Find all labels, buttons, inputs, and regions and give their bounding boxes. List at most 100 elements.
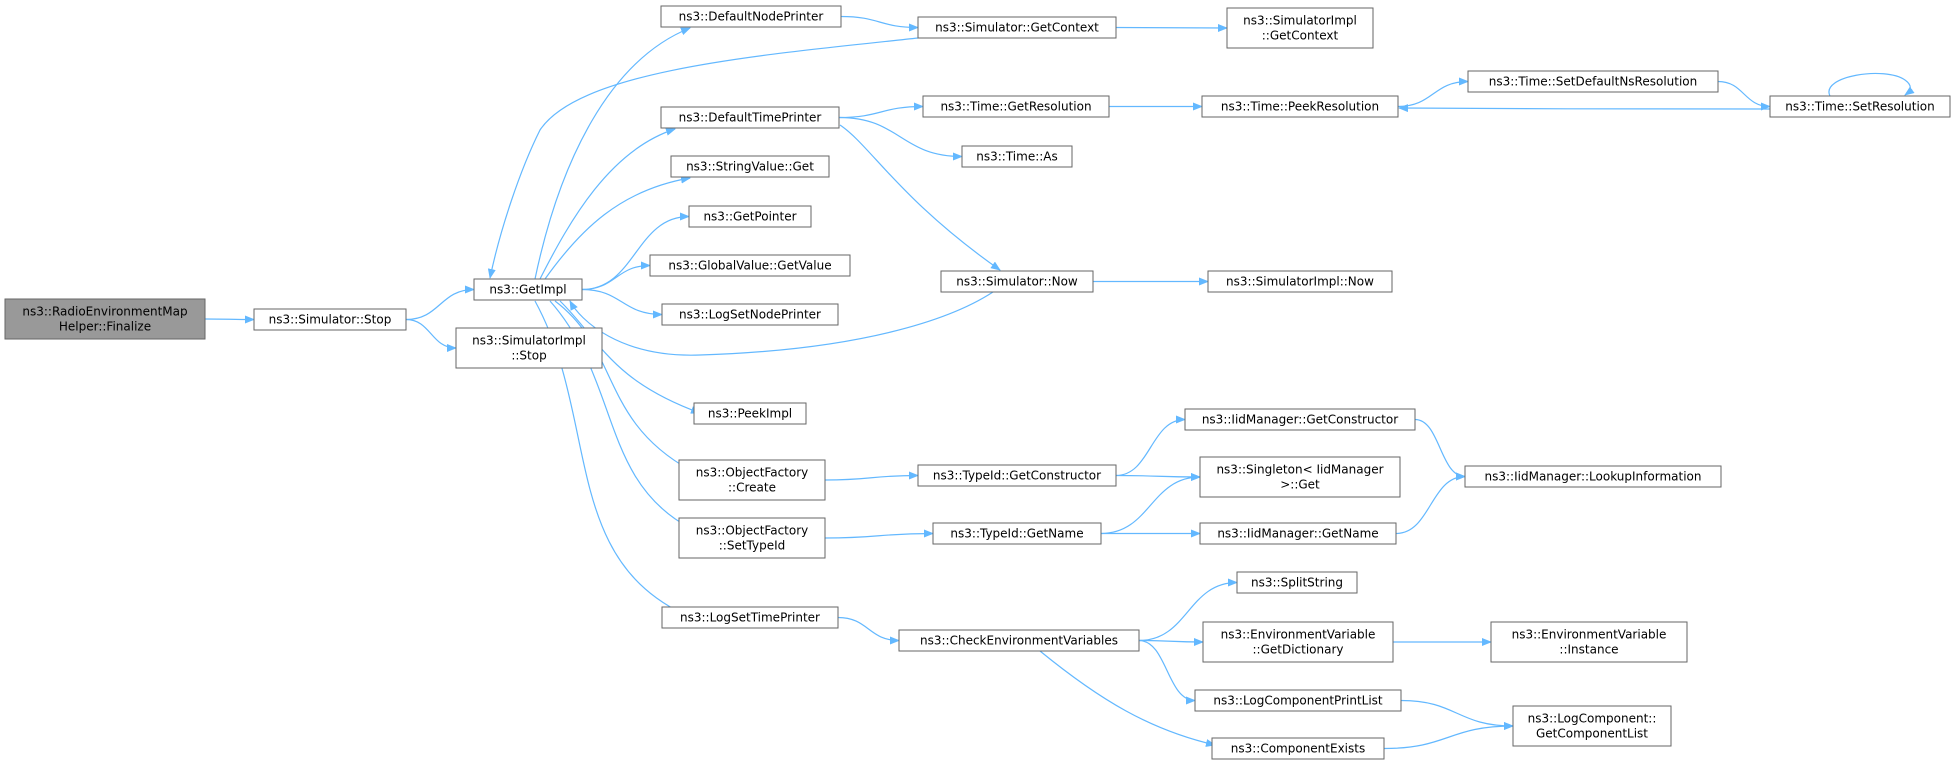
node-label: ns3::LogComponent::	[1528, 712, 1657, 726]
edge-defaultnodeprinter-to-sim_getcontext	[840, 15, 919, 32]
node-time-as[interactable]: ns3::Time::As	[961, 145, 1073, 168]
node-defaultnodeprinter[interactable]: ns3::DefaultNodePrinter	[660, 5, 842, 28]
node-box	[661, 606, 839, 629]
edge-time_peekresolution-to-time_setdefaultns	[1397, 77, 1469, 108]
node-logsetnodeprinter[interactable]: ns3::LogSetNodePrinter	[661, 303, 839, 326]
node-iid-lookupinformation[interactable]: ns3::IidManager::LookupInformation	[1464, 465, 1722, 488]
node-label: ns3::GetImpl	[489, 283, 566, 297]
node-globalvalue-getvalue[interactable]: ns3::GlobalValue::GetValue	[649, 254, 851, 277]
node-label: ns3::Time::GetResolution	[940, 100, 1091, 114]
node-box	[898, 629, 1140, 652]
node-getpointer[interactable]: ns3::GetPointer	[688, 205, 812, 228]
edge-typeid_getconstructor-to-iid_getconstructor	[1115, 415, 1186, 477]
node-box	[678, 459, 826, 501]
edge-time_setresolution-to-time_setresolution	[1828, 72, 1915, 97]
edge-time_setdefaultns-to-time_setresolution	[1717, 80, 1771, 111]
node-label: ns3::Simulator::Now	[956, 275, 1078, 289]
node-label: ns3::StringValue::Get	[686, 160, 814, 174]
edge-typeid_getname-to-singleton_get	[1100, 473, 1201, 535]
edge-defaulttimeprinter-to-sim_now	[839, 124, 1001, 271]
node-sim-getcontext[interactable]: ns3::Simulator::GetContext	[917, 16, 1117, 39]
node-box	[649, 254, 851, 277]
node-label: ns3::DefaultTimePrinter	[679, 111, 822, 125]
node-simimpl-getcontext[interactable]: ns3::SimulatorImpl::GetContext	[1226, 7, 1374, 49]
node-box	[660, 5, 842, 28]
node-label: ns3::IidManager::GetConstructor	[1202, 413, 1398, 427]
edge-getimpl-to-globalvalue_getvalue	[581, 261, 651, 291]
node-label: ::Instance	[1559, 643, 1618, 657]
node-box	[661, 303, 839, 326]
edge-iid_getname-to-iid_lookupinformation	[1395, 472, 1466, 535]
edge-getimpl-to-stringvalue_get	[544, 175, 691, 280]
node-stringvalue-get[interactable]: ns3::StringValue::Get	[670, 155, 830, 178]
node-simimpl-now[interactable]: ns3::SimulatorImpl::Now	[1207, 270, 1393, 293]
node-label: ns3::IidManager::GetName	[1217, 527, 1378, 541]
edge-logcomponentprintlist-to-logcomponent_getcomponentlist	[1400, 699, 1514, 730]
node-label: ns3::EnvironmentVariable	[1512, 628, 1667, 642]
node-label: ns3::Time::SetResolution	[1785, 100, 1934, 114]
node-time-setdefaultns[interactable]: ns3::Time::SetDefaultNsResolution	[1467, 70, 1719, 93]
edge-objfactory_create-to-typeid_getconstructor	[824, 471, 919, 481]
node-objfactory-create[interactable]: ns3::ObjectFactory::Create	[678, 459, 826, 501]
node-iid-getconstructor[interactable]: ns3::IidManager::GetConstructor	[1184, 408, 1416, 431]
node-label: ::Stop	[511, 349, 546, 363]
node-logsettimeprinter[interactable]: ns3::LogSetTimePrinter	[661, 606, 839, 629]
node-componentexists[interactable]: ns3::ComponentExists	[1211, 737, 1385, 760]
node-label: ns3::GetPointer	[703, 210, 796, 224]
node-box	[1464, 465, 1722, 488]
edge-getimpl-to-logsetnodeprinter	[581, 288, 663, 319]
node-label: ns3::SimulatorImpl::Now	[1226, 275, 1374, 289]
node-time-getresolution[interactable]: ns3::Time::GetResolution	[922, 95, 1110, 118]
edge-checkenvvars-to-logcomponentprintlist	[1138, 639, 1196, 705]
node-simimpl-stop[interactable]: ns3::SimulatorImpl::Stop	[455, 327, 603, 369]
node-defaulttimeprinter[interactable]: ns3::DefaultTimePrinter	[660, 106, 840, 129]
edge-defaulttimeprinter-to-time_as	[838, 116, 963, 161]
node-box	[1199, 522, 1397, 545]
node-box	[1236, 571, 1358, 594]
node-envvar-getdictionary[interactable]: ns3::EnvironmentVariable::GetDictionary	[1202, 621, 1394, 663]
node-label: GetComponentList	[1536, 727, 1648, 741]
node-splitstring[interactable]: ns3::SplitString	[1236, 571, 1358, 594]
node-sim-now[interactable]: ns3::Simulator::Now	[940, 270, 1094, 293]
node-label: ns3::SimulatorImpl	[1243, 14, 1357, 28]
node-sim-stop[interactable]: ns3::Simulator::Stop	[253, 308, 407, 331]
node-typeid-getconstructor[interactable]: ns3::TypeId::GetConstructor	[917, 464, 1117, 487]
node-label: ::SetTypeId	[719, 539, 786, 553]
node-box	[1769, 95, 1951, 118]
node-box	[473, 278, 583, 301]
edge-componentexists-to-logcomponent_getcomponentlist	[1383, 722, 1514, 750]
node-box	[1512, 705, 1672, 747]
node-label: ns3::LogComponentPrintList	[1213, 694, 1383, 708]
edge-getimpl-to-objfactory_create	[554, 300, 691, 471]
node-box	[4, 298, 206, 340]
node-objfactory-settypeid[interactable]: ns3::ObjectFactory::SetTypeId	[678, 517, 826, 559]
node-iid-getname[interactable]: ns3::IidManager::GetName	[1199, 522, 1397, 545]
node-time-setresolution[interactable]: ns3::Time::SetResolution	[1769, 95, 1951, 118]
node-label: ns3::ComponentExists	[1231, 742, 1365, 756]
node-checkenvvars[interactable]: ns3::CheckEnvironmentVariables	[898, 629, 1140, 652]
node-logcomponent-getcomponentlist[interactable]: ns3::LogComponent::GetComponentList	[1512, 705, 1672, 747]
node-singleton-get[interactable]: ns3::Singleton< IidManager >::Get	[1199, 456, 1401, 498]
node-box	[253, 308, 407, 331]
node-getimpl[interactable]: ns3::GetImpl	[473, 278, 583, 301]
node-box	[940, 270, 1094, 293]
node-typeid-getname[interactable]: ns3::TypeId::GetName	[932, 522, 1102, 545]
node-box	[1184, 408, 1416, 431]
node-label: ns3::Simulator::GetContext	[935, 21, 1099, 35]
node-label: ns3::LogSetNodePrinter	[679, 308, 821, 322]
node-label: ns3::TypeId::GetName	[950, 527, 1083, 541]
node-logcomponentprintlist[interactable]: ns3::LogComponentPrintList	[1194, 689, 1402, 712]
node-time-peekresolution[interactable]: ns3::Time::PeekResolution	[1201, 95, 1399, 118]
node-label: ns3::ObjectFactory	[696, 524, 809, 538]
node-label: ns3::EnvironmentVariable	[1221, 628, 1376, 642]
node-label: ns3::RadioEnvironmentMap	[22, 305, 187, 319]
edge-rem_finalize-to-sim_stop	[204, 315, 255, 324]
node-box	[1207, 270, 1393, 293]
node-peekimpl[interactable]: ns3::PeekImpl	[693, 402, 807, 425]
edge-getimpl-to-defaultnodeprinter	[534, 27, 691, 280]
edge-checkenvvars-to-splitstring	[1138, 578, 1238, 642]
node-envvar-instance[interactable]: ns3::EnvironmentVariable::Instance	[1490, 621, 1688, 663]
node-label: ::Create	[728, 481, 776, 495]
